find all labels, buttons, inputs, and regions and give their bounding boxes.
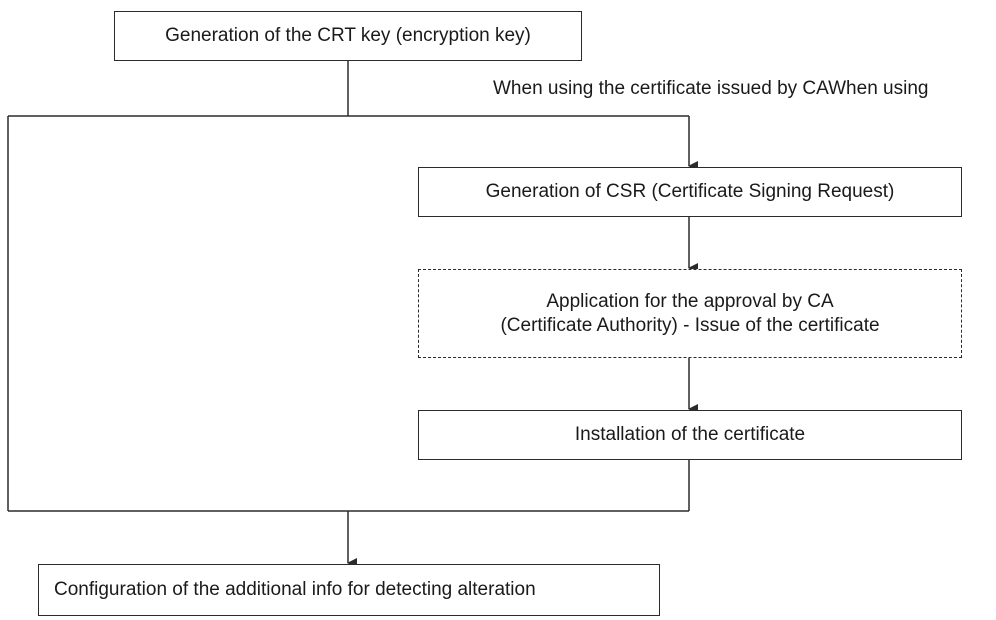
node-ca-approval-line2: (Certificate Authority) - Issue of the c…	[500, 314, 880, 336]
branch-label: When using the certificate issued by CAW…	[493, 78, 929, 99]
node-crt-key-label: Generation of the CRT key (encryption ke…	[165, 25, 531, 46]
node-csr: Generation of CSR (Certificate Signing R…	[418, 167, 962, 217]
node-csr-label: Generation of CSR (Certificate Signing R…	[485, 181, 895, 202]
node-install-cert-label: Installation of the certificate	[574, 424, 806, 445]
node-ca-approval-line1: Application for the approval by CA	[546, 290, 834, 312]
node-ca-approval: Application for the approval by CA (Cert…	[418, 269, 962, 358]
node-config-info-label: Configuration of the additional info for…	[54, 579, 536, 600]
node-crt-key: Generation of the CRT key (encryption ke…	[114, 11, 582, 61]
node-config-info: Configuration of the additional info for…	[38, 564, 660, 616]
node-install-cert: Installation of the certificate	[418, 410, 962, 460]
